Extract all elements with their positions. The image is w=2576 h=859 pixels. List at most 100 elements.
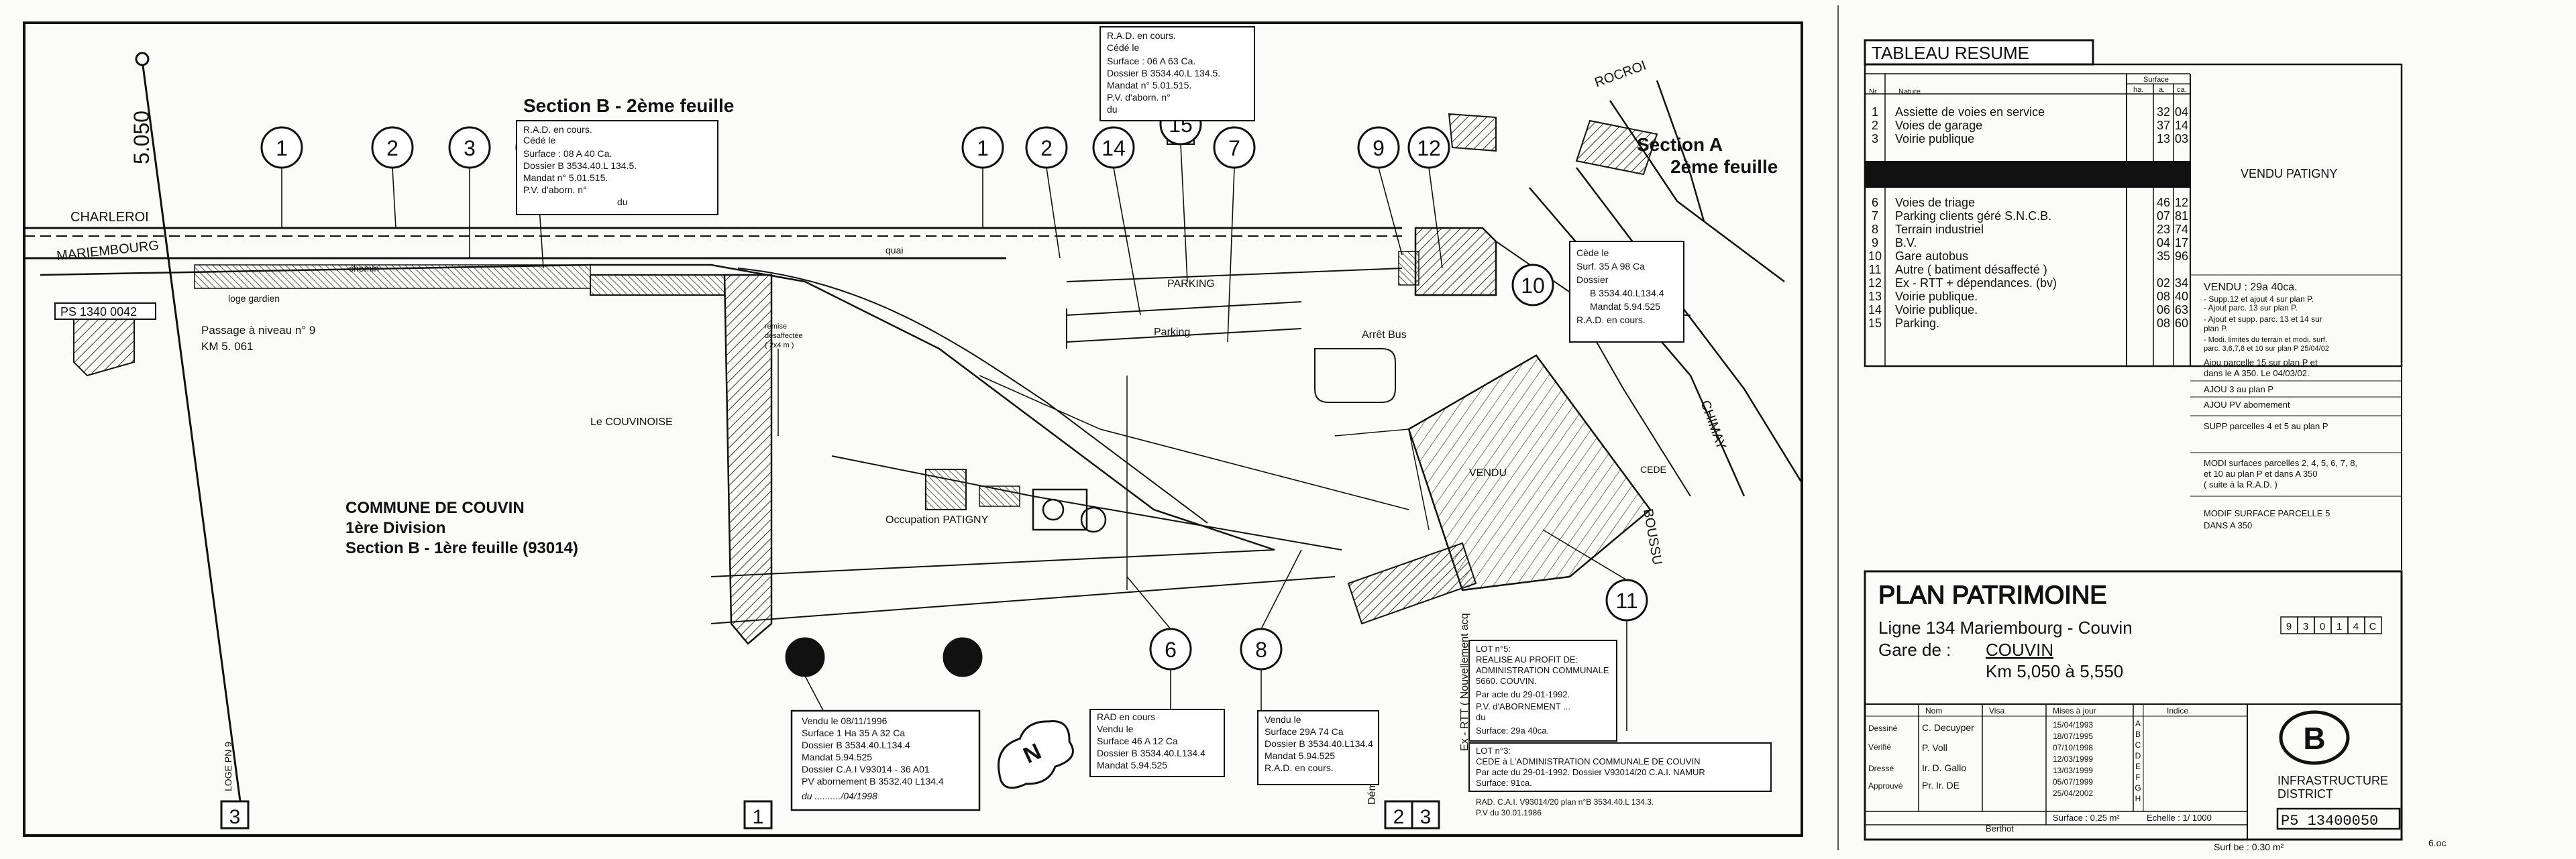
code-box: 0: [2320, 621, 2325, 632]
sncb-logo-icon: [2279, 710, 2350, 765]
tank-1: [1042, 498, 1065, 521]
building-bv: [1414, 227, 1497, 296]
note-4-line: Surface 1 Ha 35 A 32 Ca: [802, 728, 905, 738]
note-6-line: Surface 46 A 12 Ca: [1097, 736, 1178, 746]
col-surface: Surface: [2143, 76, 2169, 84]
tableau-row-ca: 81: [2175, 209, 2188, 223]
tableau-row-nature: Voirie publique: [1895, 132, 1974, 146]
sheet-number-mid: [743, 800, 773, 829]
parcel-label-3a: 3: [464, 136, 476, 160]
col-mises: Mises à jour: [2053, 706, 2096, 715]
col-ca: ca.: [2177, 86, 2187, 94]
note-13-line: P.V. d'aborn. n°: [523, 184, 587, 195]
tableau-row-nr: 11: [1869, 263, 1882, 276]
km-axis-line: [141, 60, 243, 812]
tableau-row-nature: Autre ( batiment désaffecté ): [1895, 263, 2047, 276]
label-occupation: Occupation PATIGNY: [885, 514, 989, 526]
tableau-row-nature: Voirie publique.: [1895, 303, 1978, 317]
role-dessine: Dessiné: [1868, 724, 1898, 733]
note-6-line: Vendu le: [1097, 724, 1134, 734]
cartouche-echelle: Echelle : 1/ 1000: [2147, 813, 2212, 823]
label-remise-1: remise: [765, 323, 787, 331]
note-lot5-line: LOT n°5:: [1476, 644, 1511, 654]
note-4-line: Vendu le 08/11/1996: [802, 715, 888, 726]
update-index: H: [2135, 794, 2141, 803]
tableau-annotations: VENDU : 29a 40ca. - Supp.12 et ajout 4 s…: [2190, 282, 2402, 530]
commune-code-boxes: 9 3 0 1 4 C: [2280, 616, 2382, 634]
note-4-line: Dossier B 3534.40.L134.4: [802, 740, 910, 750]
annotation-line: et 10 au plan P et dans A 350: [2204, 469, 2318, 479]
note-14-line: Mandat n° 5.01.515.: [1107, 80, 1191, 91]
col-indice: Indice: [2167, 706, 2188, 715]
note-12-line: R.A.D. en cours.: [1576, 314, 1646, 325]
annotation-line: - Supp.12 et ajout 4 sur plan P.: [2204, 294, 2314, 304]
tableau-row-a: 46: [2157, 196, 2170, 209]
km-axis-label: 5.050: [129, 111, 154, 164]
note-lot3-line: CEDE à L'ADMINISTRATION COMMUNALE DE COU…: [1476, 756, 1701, 766]
pk-label: PS 1340 0042: [60, 305, 137, 319]
tableau-row-nature: Terrain industriel: [1895, 223, 1984, 236]
label-quai: quai: [885, 245, 903, 255]
update-date: 05/07/1999: [2053, 777, 2093, 787]
note-12-line: Dossier: [1576, 274, 1609, 285]
note-13: R.A.D. en cours. Cédé le Surface : 08 A …: [516, 120, 718, 215]
tableau-row-nature: Voies de garage: [1895, 119, 1982, 132]
role-verifie: Vérifié: [1868, 742, 1891, 752]
tableau-row-a: 23: [2157, 223, 2170, 236]
annotation-line: AJOU PV abornement: [2204, 400, 2290, 410]
infra-line-2: DISTRICT: [2277, 787, 2333, 801]
tableau-row-nr: 13: [1868, 290, 1882, 303]
note-14-line: Cédé le: [1107, 42, 1139, 53]
cartouche-surface: Surface : 0,25 m²: [2053, 813, 2120, 823]
label-parking-2: Parking: [1154, 327, 1190, 338]
note-6-line: Mandat 5.94.525: [1097, 760, 1167, 770]
sheet-number-left-label: 3: [229, 806, 241, 828]
role-approuve: Approuvé: [1868, 781, 1903, 791]
tableau-row-ca: 14: [2175, 119, 2188, 132]
parcel-label-1a: 1: [276, 136, 288, 160]
note-lot5-line: Par acte du 29-01-1992.: [1476, 689, 1570, 699]
tableau-row-nr: 2: [1872, 119, 1878, 132]
parcel-label-6: 6: [1165, 638, 1177, 662]
annotation-line: parc. 3,6,7,8 et 10 sur plan P 25/04/02: [2204, 345, 2329, 353]
note-12-line: B 3534.40.L134.4: [1590, 288, 1664, 298]
tableau-row-a: 08: [2157, 290, 2170, 303]
label-parking-1: PARKING: [1167, 278, 1215, 290]
update-index: G: [2135, 783, 2141, 793]
tableau-row-nature: B.V.: [1895, 236, 1917, 249]
building-11: [1347, 542, 1477, 625]
note-13-line: R.A.D. en cours.: [523, 124, 592, 135]
annotation-line: VENDU : 29a 40ca.: [2204, 282, 2298, 293]
note-lot3-line: Par acte du 29-01-1992. Dossier V93014/2…: [1476, 767, 1705, 777]
building-north: [1448, 113, 1497, 152]
tableau-row-nr: 1: [1872, 105, 1878, 119]
note-13-line: Mandat n° 5.01.515.: [523, 172, 608, 183]
tableau-row-nr: 15: [1868, 317, 1882, 330]
update-index: B: [2135, 730, 2141, 739]
sheet-number-right-label-1: 2: [1393, 806, 1405, 828]
tableau-row-nature: Parking.: [1895, 317, 1939, 330]
label-loge-gardien: loge gardien: [228, 293, 280, 304]
note-8-line: Vendu le: [1265, 714, 1301, 725]
sheet-number-left: [220, 800, 250, 829]
parcel-label-7: 7: [1228, 136, 1240, 160]
label-remise-3: ( 2x4 m ): [765, 341, 794, 349]
note-13-line: du: [617, 196, 628, 207]
parcel-label-14: 14: [1102, 136, 1126, 160]
note-14: R.A.D. en cours. Cédé le Surface : 06 A …: [1099, 26, 1255, 121]
tableau-row-ca: 60: [2175, 317, 2188, 330]
tableau-row-ca: 04: [2175, 105, 2188, 119]
label-chimay: CHIMAY: [1697, 398, 1729, 451]
update-dates: 15/04/199318/07/199507/10/199812/03/1999…: [2053, 720, 2093, 798]
name-4: Pr. Ir. DE: [1922, 780, 1960, 791]
label-boussu: BOUSSU: [1640, 508, 1664, 566]
role-dresse: Dressé: [1868, 764, 1894, 773]
annotation-line: AJOU 3 au plan P: [2204, 384, 2273, 394]
tableau-row-nr: 8: [1872, 223, 1878, 236]
note-13-line: Dossier B 3534.40.L 134.5.: [523, 160, 637, 171]
note-6: RAD en cours Vendu le Surface 46 A 12 Ca…: [1089, 709, 1225, 777]
cartouche-km: Km 5,050 à 5,550: [1986, 661, 2123, 681]
tableau-row-a: 04: [2157, 236, 2170, 249]
site-plan: 5.050: [23, 5, 1839, 850]
